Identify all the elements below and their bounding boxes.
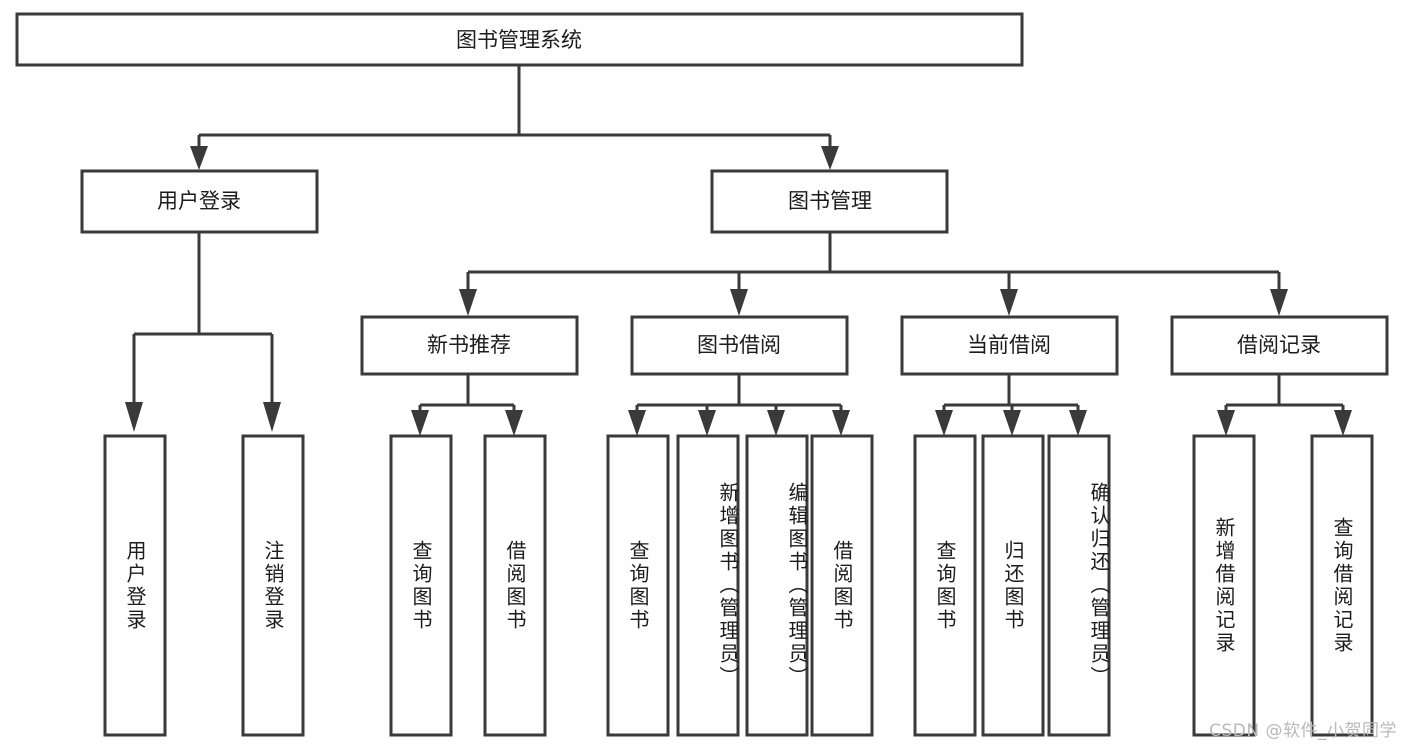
node-leaf-query-book-2-box[interactable] [606, 434, 670, 737]
arrowhead-leaf-query-book-2 [628, 410, 646, 436]
arrowhead-leaf-return-book [1003, 410, 1021, 436]
arrowhead-new-book-recommend [459, 289, 477, 316]
node-leaf-logout-login-box[interactable] [241, 434, 305, 737]
node-book-management-box[interactable] [710, 169, 949, 234]
arrowhead-leaf-confirm-return [1069, 410, 1087, 436]
arrowhead-leaf-query-record [1334, 410, 1352, 436]
csdn-watermark: CSDN @软件_小贺同学 [1209, 721, 1397, 741]
arrowhead-current-borrow [1000, 289, 1018, 316]
arrowhead-leaf-query-book-1 [411, 410, 429, 436]
node-layer [15, 12, 1389, 737]
node-leaf-add-record-box[interactable] [1192, 434, 1256, 737]
node-new-book-recommend-box[interactable] [360, 315, 579, 376]
node-leaf-add-book-box[interactable] [676, 434, 740, 737]
arrowhead-leaf-add-record [1217, 410, 1235, 436]
node-borrow-record-box[interactable] [1170, 315, 1389, 376]
arrowhead-borrow-record [1270, 289, 1288, 316]
node-leaf-edit-book-box[interactable] [745, 434, 809, 737]
arrowhead-leaf-edit-book [767, 410, 785, 436]
arrowhead-leaf-borrow-book-2 [832, 410, 850, 436]
node-leaf-query-book-3-box[interactable] [913, 434, 977, 737]
arrowhead-leaf-borrow-book-1 [505, 410, 523, 436]
label-book-borrow: 图书借阅 [697, 333, 781, 357]
arrowhead-leaf-query-book-3 [935, 410, 953, 436]
horizontal-label-layer: 图书管理系统 用户登录 图书管理 新书推荐 图书借阅 当前借阅 借阅记录 [157, 28, 1321, 357]
node-leaf-user-login-box[interactable] [103, 434, 167, 737]
node-book-borrow-box[interactable] [630, 315, 849, 376]
arrowhead-leaf-add-book [698, 410, 716, 436]
label-current-borrow: 当前借阅 [967, 333, 1051, 357]
arrowhead-book-management [821, 146, 839, 170]
label-root: 图书管理系统 [456, 28, 582, 52]
label-borrow-record: 借阅记录 [1237, 333, 1321, 357]
node-leaf-borrow-book-2-box[interactable] [810, 434, 874, 737]
arrowhead-book-borrow [730, 289, 748, 316]
arrowhead-leaf-user-login [125, 402, 143, 432]
node-leaf-query-record-box[interactable] [1310, 434, 1374, 737]
arrowhead-leaf-logout-login [263, 402, 281, 432]
connector-layer [125, 66, 1352, 436]
arrowhead-user-login [190, 146, 208, 170]
node-leaf-confirm-return-box[interactable] [1047, 434, 1111, 737]
node-current-borrow-box[interactable] [900, 315, 1119, 376]
label-book-management: 图书管理 [788, 189, 872, 213]
label-user-login: 用户登录 [157, 189, 241, 213]
node-user-login-box[interactable] [80, 169, 319, 234]
node-leaf-borrow-book-1-box[interactable] [483, 434, 547, 737]
node-root-box[interactable] [15, 12, 1024, 67]
label-new-book-recommend: 新书推荐 [427, 333, 511, 357]
node-leaf-return-book-box[interactable] [981, 434, 1045, 737]
node-leaf-query-book-1-box[interactable] [389, 434, 453, 737]
